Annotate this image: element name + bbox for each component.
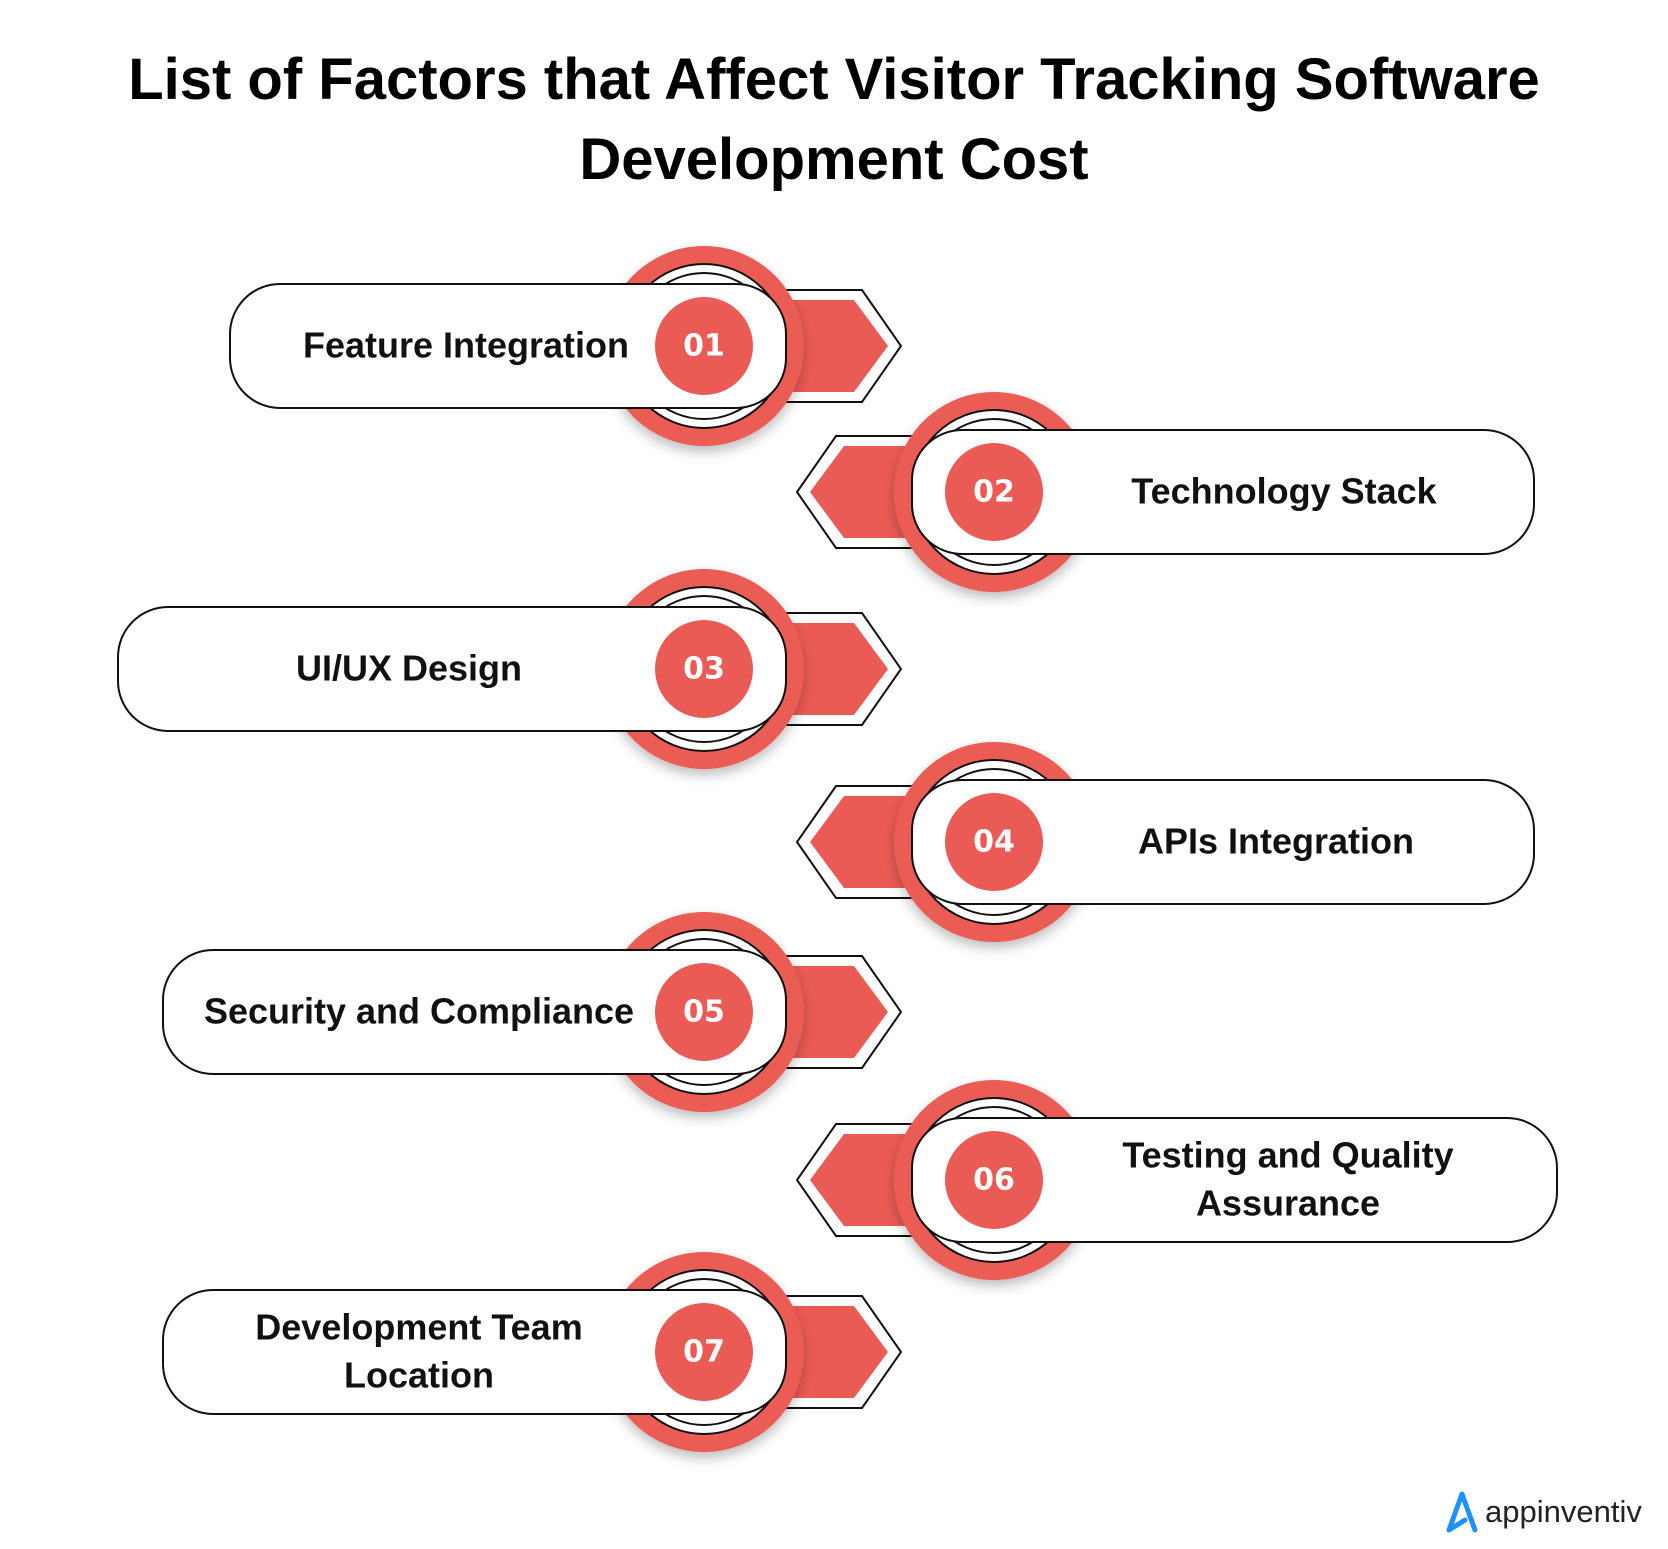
factor-item-5: 05 Security and Compliance — [162, 912, 901, 1112]
label-pill — [162, 1289, 787, 1415]
number-text: 01 — [683, 329, 725, 364]
factor-item-6: 06 Testing and Quality Assurance — [797, 1080, 1558, 1280]
number-badge — [655, 1303, 753, 1401]
factor-label: Security and Compliance — [204, 991, 634, 1032]
number-badge — [655, 297, 753, 395]
factor-label-line-2: Assurance — [1196, 1183, 1380, 1224]
number-badge — [945, 443, 1043, 541]
label-pill — [911, 429, 1535, 555]
number-badge — [655, 620, 753, 718]
factor-label-line-1: Development Team — [255, 1307, 582, 1348]
page-title: List of Factors that Affect Visitor Trac… — [0, 40, 1668, 200]
number-badge — [945, 793, 1043, 891]
label-pill — [911, 779, 1535, 905]
factor-item-2: 02 Technology Stack — [797, 392, 1535, 592]
number-text: 02 — [973, 475, 1015, 510]
number-text: 04 — [973, 825, 1015, 860]
number-text: 07 — [683, 1335, 725, 1370]
factor-item-7: 07 Development Team Location — [162, 1252, 901, 1452]
title-line-1: List of Factors that Affect Visitor Trac… — [128, 47, 1540, 112]
number-text: 06 — [973, 1163, 1015, 1198]
factor-label-line-1: Testing and Quality — [1122, 1135, 1453, 1176]
label-pill — [162, 949, 787, 1075]
number-badge — [945, 1131, 1043, 1229]
number-text: 05 — [683, 995, 725, 1030]
factor-item-4: 04 APIs Integration — [797, 742, 1535, 942]
appinventiv-logo-icon — [1446, 1491, 1478, 1533]
factor-label-line-2: Location — [344, 1355, 494, 1396]
factor-label: Feature Integration — [303, 325, 629, 366]
factor-label: Technology Stack — [1131, 471, 1437, 512]
factor-label: APIs Integration — [1138, 821, 1414, 862]
factor-item-1: 01 Feature Integration — [229, 246, 901, 446]
factor-label: UI/UX Design — [296, 648, 522, 689]
number-text: 03 — [683, 652, 725, 687]
brand-logo: appinventiv — [1445, 1490, 1642, 1534]
label-pill — [911, 1117, 1558, 1243]
factor-item-3: 03 UI/UX Design — [117, 569, 901, 769]
title-line-2: Development Cost — [579, 127, 1089, 192]
label-pill — [117, 606, 787, 732]
number-badge — [655, 963, 753, 1061]
label-pill — [229, 283, 787, 409]
brand-name: appinventiv — [1485, 1494, 1642, 1529]
